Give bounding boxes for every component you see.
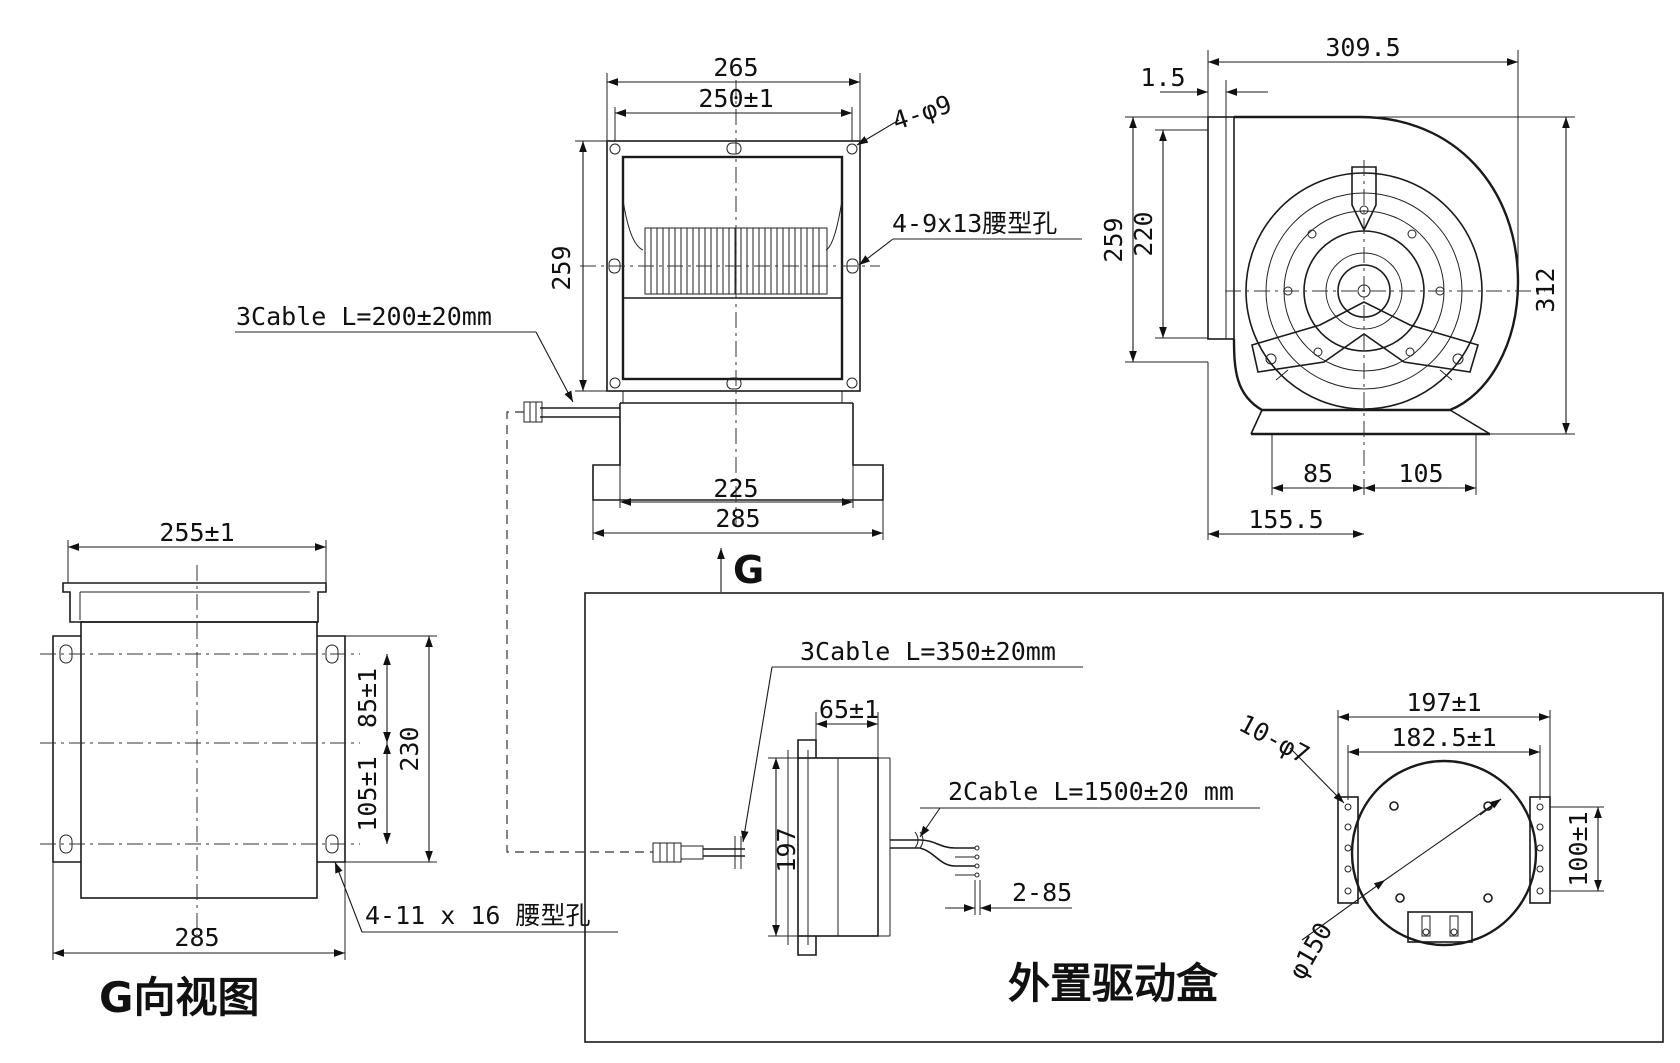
dim-309-5: 309.5 bbox=[1325, 33, 1400, 62]
mount-hole bbox=[609, 143, 621, 155]
dim-105-slot: 105±1 bbox=[353, 756, 382, 831]
dim-265: 265 bbox=[713, 53, 758, 82]
label-2-85: 2-85 bbox=[1012, 878, 1072, 907]
label-cable-350: 3Cable L=350±20mm bbox=[800, 637, 1056, 666]
mount-slot bbox=[726, 377, 742, 390]
side-view: 309.5 1.5 259 220 312 85 105 155.5 bbox=[1099, 33, 1575, 540]
mount-hole bbox=[846, 143, 858, 155]
dim-105: 105 bbox=[1398, 459, 1443, 488]
driver-box-front bbox=[1337, 759, 1551, 947]
dim-85: 85 bbox=[1303, 459, 1333, 488]
mount-slot bbox=[726, 142, 742, 155]
dim-182-5: 182.5±1 bbox=[1391, 723, 1496, 752]
dim-259: 259 bbox=[547, 245, 576, 290]
dim-1-5: 1.5 bbox=[1140, 63, 1185, 92]
dim-230: 230 bbox=[395, 726, 424, 771]
driver-box-title: 外置驱动盒 bbox=[1008, 959, 1219, 1008]
label-cable-1500: 2Cable L=1500±20 mm bbox=[948, 777, 1234, 806]
dim-85-slot: 85±1 bbox=[353, 668, 382, 728]
g-view-title: G向视图 bbox=[99, 973, 259, 1022]
cable-route-line bbox=[506, 411, 653, 853]
label-cable-200: 3Cable L=200±20mm bbox=[236, 302, 492, 331]
dim-155-5: 155.5 bbox=[1248, 505, 1323, 534]
g-arrow-label: G bbox=[733, 548, 764, 592]
mount-hole bbox=[609, 377, 621, 389]
dim-250: 250±1 bbox=[698, 84, 773, 113]
label-10-phi7: 10-φ7 bbox=[1234, 709, 1314, 770]
dim-phi150: φ150 bbox=[1283, 917, 1338, 984]
dim-225: 225 bbox=[713, 474, 758, 503]
dim-255: 255±1 bbox=[159, 518, 234, 547]
dim-312: 312 bbox=[1531, 267, 1560, 312]
front-view: 265 250±1 259 4-φ9 4-9x13腰型孔 3Cable L=20… bbox=[235, 53, 1082, 592]
dim-65: 65±1 bbox=[819, 695, 879, 724]
dim-197-front: 197±1 bbox=[1406, 688, 1481, 717]
label-4-11x16-slots: 4-11 x 16 腰型孔 bbox=[365, 901, 591, 930]
label-4-9x13-slots: 4-9x13腰型孔 bbox=[892, 209, 1057, 238]
mount-hole bbox=[846, 377, 858, 389]
dim-285: 285 bbox=[715, 504, 760, 533]
label-4-phi9: 4-φ9 bbox=[889, 90, 955, 136]
dim-285-g: 285 bbox=[174, 923, 219, 952]
driver-box-panel: 3Cable L=350±20mm 65±1 197 2Cable L=1500… bbox=[584, 592, 1664, 1043]
g-view: 255±1 85±1 105±1 230 285 4-11 x 16 腰型孔 G… bbox=[40, 518, 618, 1022]
dim-100: 100±1 bbox=[1564, 811, 1593, 886]
dim-197-side: 197 bbox=[772, 827, 801, 872]
dim-220: 220 bbox=[1129, 211, 1158, 256]
dim-259-side: 259 bbox=[1099, 217, 1128, 262]
blower-wheel bbox=[644, 227, 828, 295]
